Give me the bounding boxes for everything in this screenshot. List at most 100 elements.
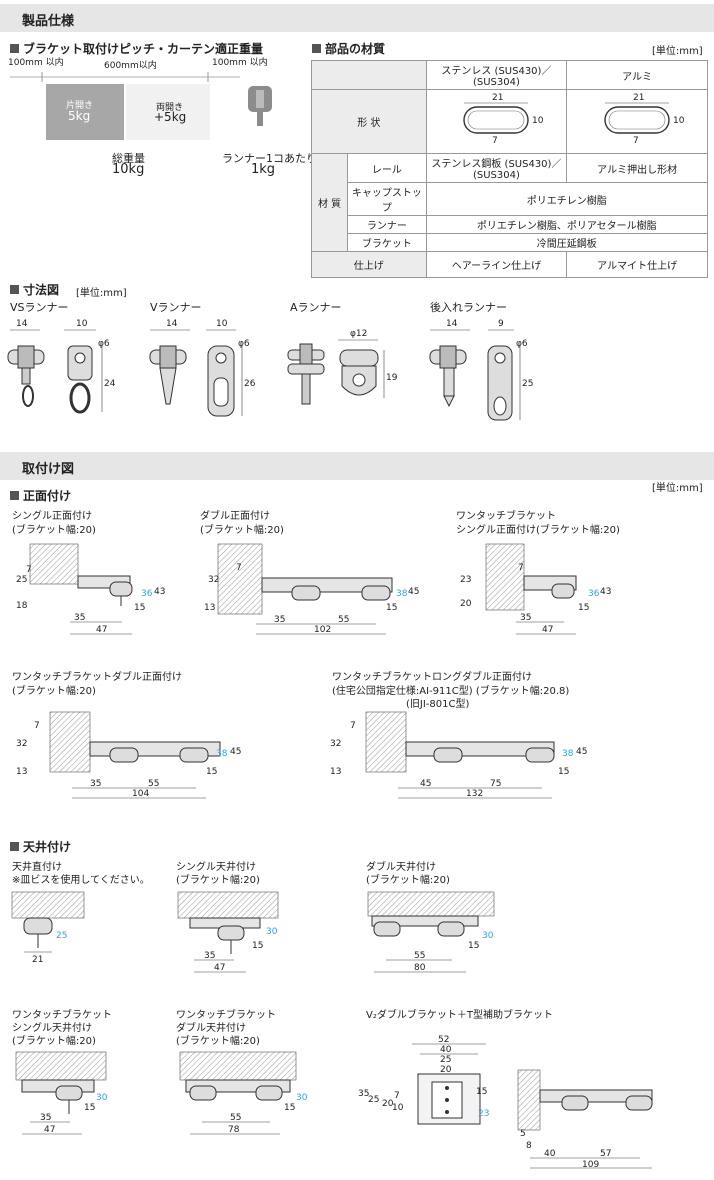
cm3-d30: 30 <box>482 931 494 941</box>
shape-inner-label: 7 <box>492 136 498 146</box>
fm1-d18: 18 <box>16 601 28 611</box>
rear-d: 9 <box>498 319 504 329</box>
cm2-sub: (ブラケット幅:20) <box>176 875 260 886</box>
cm4-d47: 47 <box>44 1125 55 1135</box>
right-limit-label: 100mm 以内 <box>212 58 268 68</box>
cm3-sub: (ブラケット幅:20) <box>366 875 450 886</box>
cm6-d10: 10 <box>392 1103 404 1113</box>
aluminum-profile-drawing: 21 10 7 <box>604 93 685 146</box>
fm1-d36: 36 <box>141 589 153 599</box>
a-phi: φ12 <box>350 329 367 339</box>
per-runner-value: 1kg <box>251 162 276 177</box>
fm2-d45: 45 <box>408 587 419 597</box>
pitch-dimension-line <box>10 72 240 82</box>
fm2-drawing: 32 13 7 38 45 15 35 55 102 <box>204 543 419 635</box>
install-section-title: 取付け図 <box>22 462 75 477</box>
total-weight-label: 総重量 <box>112 152 145 165</box>
fm1-d25: 25 <box>16 575 27 585</box>
cm1-title: 天井直付け <box>12 862 62 873</box>
cm6-d25: 25 <box>440 1055 451 1065</box>
rail-stainless: ステンレス鋼板 (SUS430)／(SUS304) <box>425 153 568 183</box>
cm4-d30: 30 <box>96 1093 108 1103</box>
fm4-d15: 15 <box>206 767 217 777</box>
materials-unit: [単位:mm] <box>652 46 703 57</box>
fm1-d7: 7 <box>26 565 32 575</box>
fm1-sub: (ブラケット幅:20) <box>12 525 96 536</box>
fm2-d102: 102 <box>314 625 331 635</box>
cm3-d15: 15 <box>468 941 479 951</box>
fm4-sub: (ブラケット幅:20) <box>12 686 96 697</box>
stainless-profile-drawing: 21 10 7 <box>463 93 544 146</box>
dimensions-unit: [単位:mm] <box>76 288 127 299</box>
middle-limit-label: 600mm以内 <box>104 61 157 71</box>
cm4-sub2: (ブラケット幅:20) <box>12 1036 96 1047</box>
cm5-drawing: 30 15 55 78 <box>179 1051 308 1135</box>
spec-section-bar: 製品仕様 <box>0 4 714 32</box>
cm6-d23: 23 <box>478 1109 489 1119</box>
runner-name-v: Vランナー <box>150 301 202 314</box>
a-h: 19 <box>386 373 398 383</box>
fm2-d32: 32 <box>208 575 219 585</box>
fm3-sub: シングル正面付け(ブラケット幅:20) <box>456 525 620 536</box>
fm2-d55: 55 <box>338 615 349 625</box>
cm4-d35: 35 <box>40 1113 51 1123</box>
col-aluminum: アルミ <box>566 60 708 90</box>
rail-aluminum: アルミ押出し形材 <box>566 153 708 183</box>
cm5-d30: 30 <box>296 1093 308 1103</box>
fm2-d13: 13 <box>204 603 215 613</box>
runner-name-vs: VSランナー <box>10 301 69 314</box>
cm3-d55: 55 <box>414 951 425 961</box>
fm4-d45: 45 <box>230 747 241 757</box>
fm5-d7: 7 <box>350 721 356 731</box>
vs-d: 10 <box>76 319 88 329</box>
shape-h-label-al: 10 <box>673 116 685 126</box>
v-h: 26 <box>244 379 256 389</box>
fm4-d35: 35 <box>90 779 101 789</box>
cm6-d109: 109 <box>582 1160 599 1170</box>
cm5-d55: 55 <box>230 1113 241 1123</box>
cm6-d8: 8 <box>526 1141 532 1151</box>
cm6-d5: 5 <box>520 1129 526 1139</box>
fm5-sub2: (旧JI-801C型) <box>406 699 470 710</box>
fm5-d15: 15 <box>558 767 569 777</box>
cm6-title: V₂ダブルブラケット＋T型補助ブラケット <box>366 1010 553 1021</box>
v-w: 14 <box>166 319 178 329</box>
shape-w-label: 21 <box>492 93 503 103</box>
bracket-pitch-heading: ブラケット取付けピッチ・カーテン適正重量 <box>10 40 263 57</box>
fm3-title: ワンタッチブラケット <box>456 511 556 522</box>
fm5-d13: 13 <box>330 767 341 777</box>
single-open-curtain: 片開き 5kg <box>46 84 124 140</box>
cm1-d25: 25 <box>56 931 67 941</box>
dimensions-heading: 寸法図 <box>10 281 59 298</box>
vs-w: 14 <box>16 319 28 329</box>
cm5-title: ワンタッチブラケット <box>176 1010 276 1021</box>
dimensions-heading-text: 寸法図 <box>23 283 60 297</box>
fm4-title: ワンタッチブラケットダブル正面付け <box>12 672 182 683</box>
front-mount-heading-text: 正面付け <box>23 489 72 503</box>
row-finish-label: 仕上げ <box>311 251 427 278</box>
front-mount-heading: 正面付け <box>10 487 71 504</box>
fm4-d13: 13 <box>16 767 27 777</box>
runner-icon <box>248 86 272 126</box>
fm4-d7: 7 <box>34 721 40 731</box>
cm2-title: シングル天井付け <box>176 862 256 873</box>
cm3-d80: 80 <box>414 963 426 973</box>
single-open-label: 片開き <box>66 101 94 111</box>
shape-stainless: 21 10 7 <box>425 89 568 154</box>
materials-table: ステンレス (SUS430)／(SUS304) アルミ 形 状 21 10 7 … <box>310 60 709 278</box>
per-runner-label: ランナー1コあたり <box>222 152 317 165</box>
cm1-d21: 21 <box>32 955 43 965</box>
cm4-d15: 15 <box>84 1103 95 1113</box>
materials-heading-text: 部品の材質 <box>325 42 386 56</box>
install-section-bar: 取付け図 <box>0 452 714 480</box>
fm1-d43: 43 <box>154 587 165 597</box>
fm2-title: ダブル正面付け <box>200 511 270 522</box>
cm1-sub: ※皿ビスを使用してください。 <box>12 875 150 886</box>
bracket-pitch-heading-text: ブラケット取付けピッチ・カーテン適正重量 <box>23 42 264 56</box>
cm3-title: ダブル天井付け <box>366 862 436 873</box>
row-capstop-label: キャップストップ <box>347 182 427 216</box>
cm2-d35: 35 <box>204 951 215 961</box>
v-d: 10 <box>216 319 228 329</box>
fm3-d43: 43 <box>600 587 611 597</box>
cm5-d78: 78 <box>228 1125 240 1135</box>
